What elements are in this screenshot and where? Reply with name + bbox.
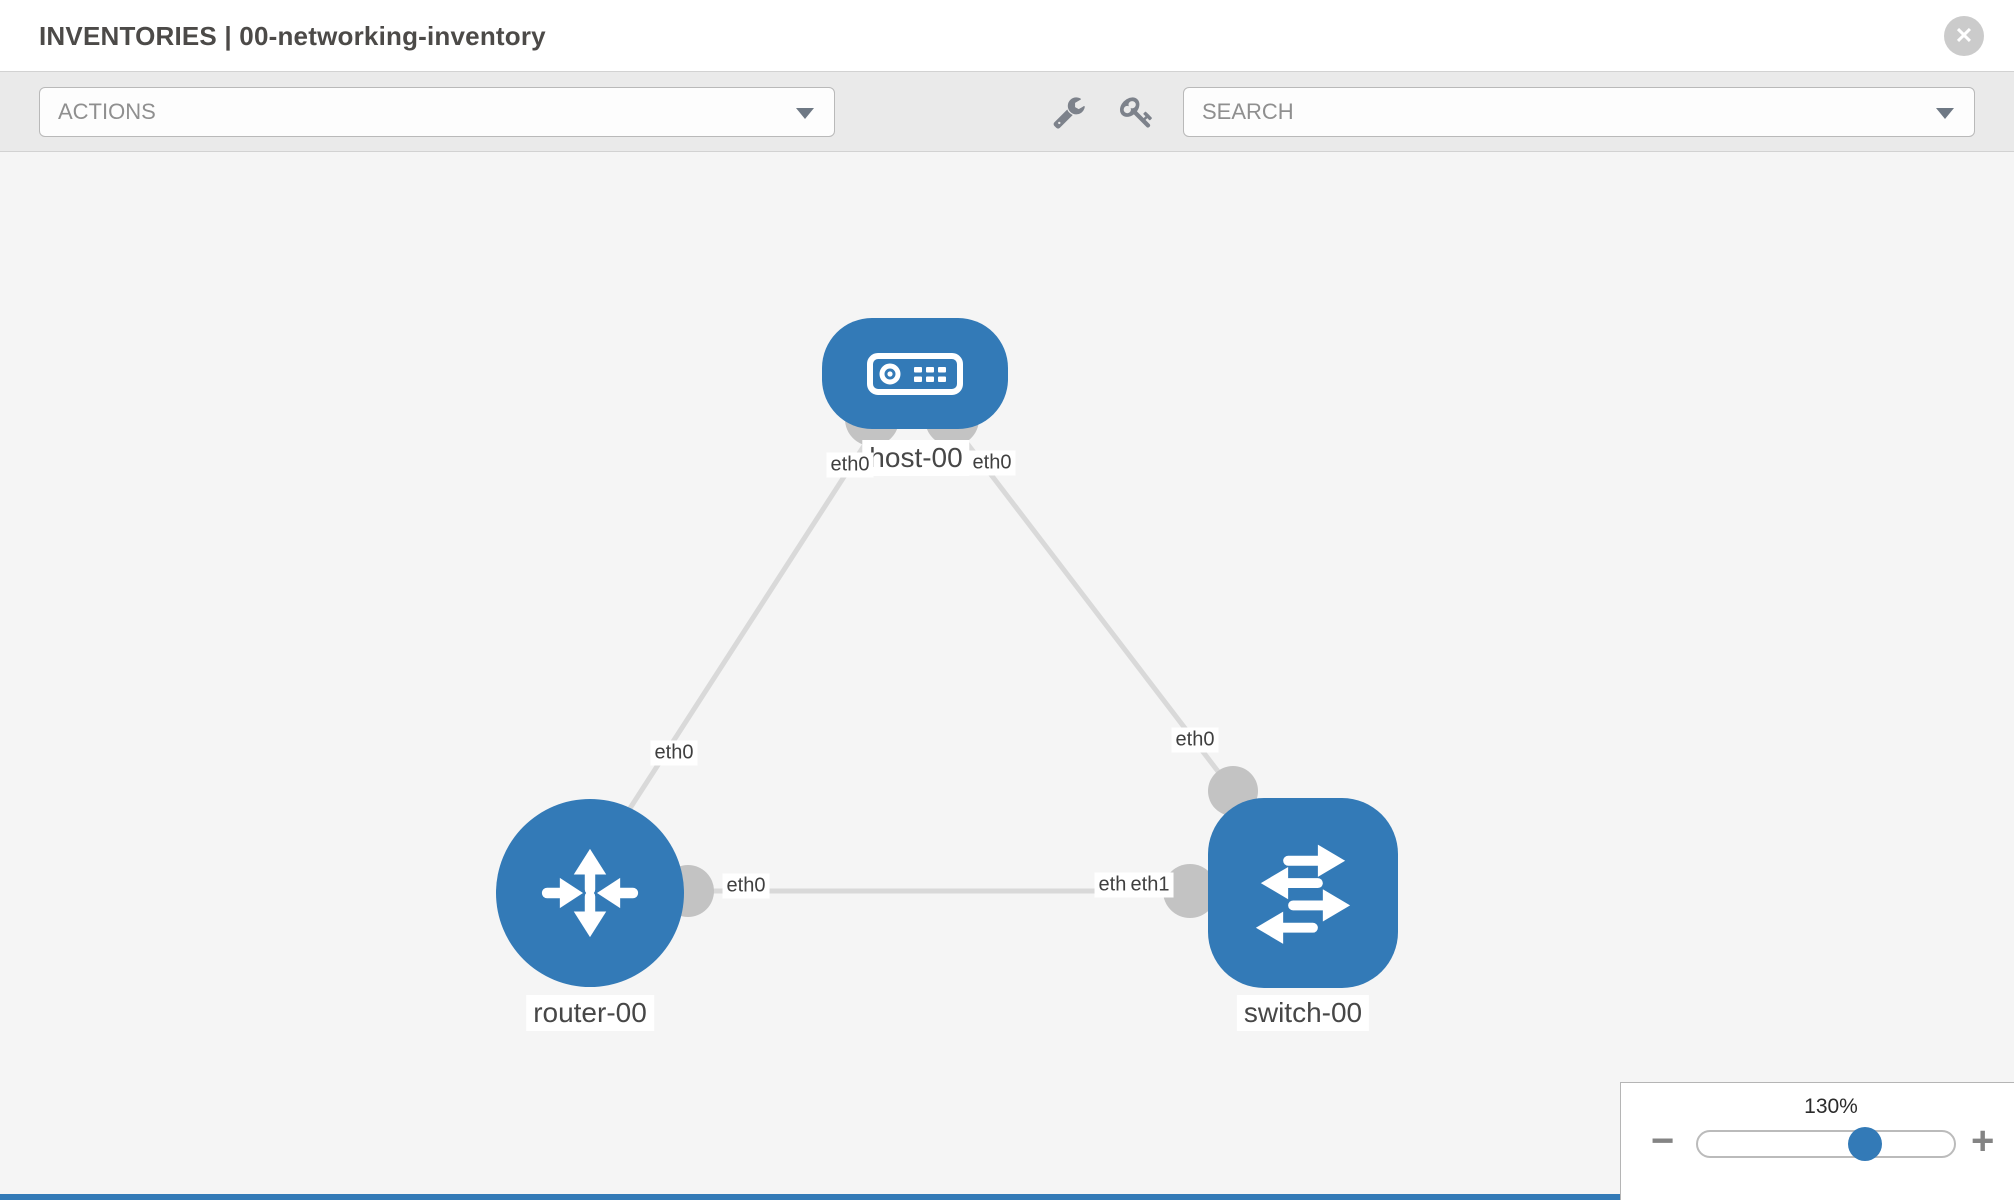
search-dropdown-label: SEARCH bbox=[1202, 99, 1294, 124]
node-router-00[interactable] bbox=[496, 799, 684, 987]
node-label-host: host-00 bbox=[862, 440, 970, 476]
eth-label-switch-to-host: eth0 bbox=[1171, 727, 1219, 753]
topology-canvas[interactable]: host-00 router-00 switch-00 eth0 eth0 et… bbox=[0, 153, 2014, 1200]
zoom-in-button[interactable]: + bbox=[1971, 1119, 1995, 1163]
node-label-router: router-00 bbox=[526, 995, 654, 1031]
bottom-accent-strip bbox=[0, 1194, 1620, 1200]
key-icon[interactable] bbox=[1120, 95, 1154, 129]
eth-label-switch-eth1: eth1 bbox=[1126, 872, 1174, 898]
eth-label-host-to-router: eth0 bbox=[826, 452, 874, 478]
switch-arrows-icon bbox=[1255, 844, 1351, 944]
wrench-icon[interactable] bbox=[1052, 95, 1086, 129]
zoom-slider-thumb[interactable] bbox=[1848, 1127, 1882, 1161]
link-lines bbox=[622, 419, 1240, 894]
zoom-out-button[interactable]: − bbox=[1651, 1119, 1675, 1163]
zoom-control-panel: 130% − + bbox=[1620, 1082, 2014, 1200]
router-arrows-icon bbox=[541, 848, 639, 938]
host-device-icon bbox=[867, 352, 963, 395]
eth-label-router-to-switch: eth0 bbox=[722, 873, 770, 899]
chevron-down-icon bbox=[796, 108, 814, 119]
zoom-slider-track[interactable] bbox=[1696, 1130, 1956, 1158]
node-label-switch: switch-00 bbox=[1236, 995, 1370, 1031]
node-switch-00[interactable] bbox=[1208, 798, 1398, 988]
page-title: INVENTORIES | 00-networking-inventory bbox=[39, 21, 546, 51]
actions-dropdown[interactable]: ACTIONS bbox=[39, 87, 835, 137]
eth-label-host-to-switch: eth0 bbox=[968, 450, 1016, 476]
header-bar: INVENTORIES | 00-networking-inventory ✕ bbox=[0, 0, 2014, 72]
actions-dropdown-label: ACTIONS bbox=[58, 99, 156, 124]
chevron-down-icon bbox=[1936, 108, 1954, 119]
search-dropdown[interactable]: SEARCH bbox=[1183, 87, 1975, 137]
node-host-00[interactable] bbox=[822, 318, 1008, 429]
toolbar: ACTIONS SEARCH bbox=[0, 72, 2014, 152]
close-icon[interactable]: ✕ bbox=[1944, 16, 1984, 56]
zoom-level-value: 130% bbox=[1804, 1095, 1858, 1118]
eth-label-router-to-host: eth0 bbox=[650, 740, 698, 766]
